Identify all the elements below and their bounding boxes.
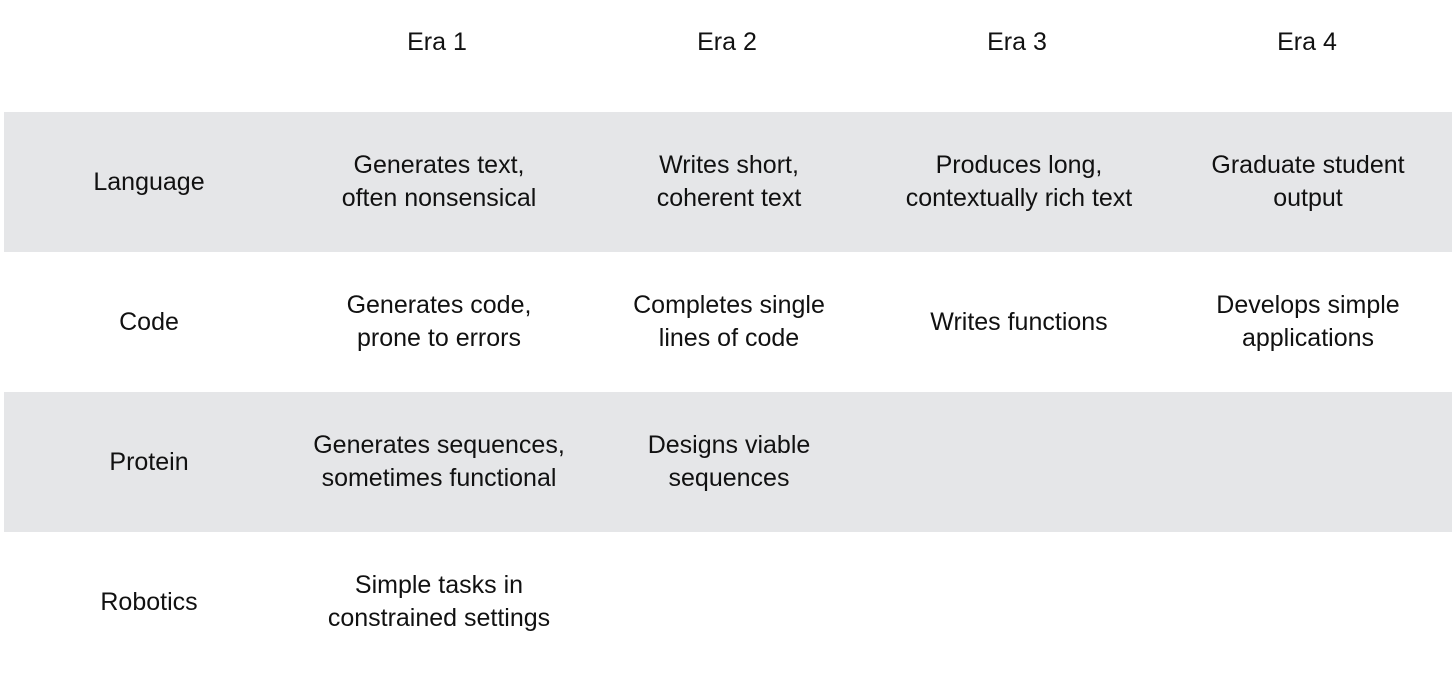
table-cell: Designs viable sequences xyxy=(647,431,811,492)
table-cell: Completes single lines of code xyxy=(633,291,825,352)
table-cell: Generates text, often nonsensical xyxy=(341,151,537,212)
table-cell: Generates sequences, sometimes functiona… xyxy=(313,431,565,492)
table-cell xyxy=(584,532,874,672)
table-row-protein: Protein Generates sequences, sometimes f… xyxy=(4,392,1452,532)
row-label-robotics: Robotics xyxy=(100,587,198,616)
table-cell: Writes functions xyxy=(930,307,1108,336)
table-cell xyxy=(874,392,1164,532)
table-cell: Simple tasks in constrained settings xyxy=(327,571,551,632)
row-label-language: Language xyxy=(93,167,205,196)
table-row-language: Language Generates text, often nonsensic… xyxy=(4,112,1452,252)
table-cell: Writes short, coherent text xyxy=(656,151,802,212)
table-row-robotics: Robotics Simple tasks in constrained set… xyxy=(4,532,1452,672)
column-header-era-4: Era 4 xyxy=(1277,28,1337,56)
column-header-era-1: Era 1 xyxy=(407,28,467,56)
table-cell xyxy=(874,532,1164,672)
row-label-protein: Protein xyxy=(109,447,189,476)
table-cell: Develops simple applications xyxy=(1216,291,1400,352)
table-cell: Produces long, contextually rich text xyxy=(905,151,1133,212)
table-cell: Graduate student output xyxy=(1211,151,1405,212)
table-header-row: Era 1 Era 2 Era 3 Era 4 xyxy=(0,0,1456,84)
column-header-era-2: Era 2 xyxy=(697,28,757,56)
column-header-era-3: Era 3 xyxy=(987,28,1047,56)
table-row-code: Code Generates code, prone to errors Com… xyxy=(4,252,1452,392)
table-cell xyxy=(1164,532,1452,672)
table-cell: Generates code, prone to errors xyxy=(346,291,532,352)
table-cell xyxy=(1164,392,1452,532)
row-label-code: Code xyxy=(119,307,179,336)
